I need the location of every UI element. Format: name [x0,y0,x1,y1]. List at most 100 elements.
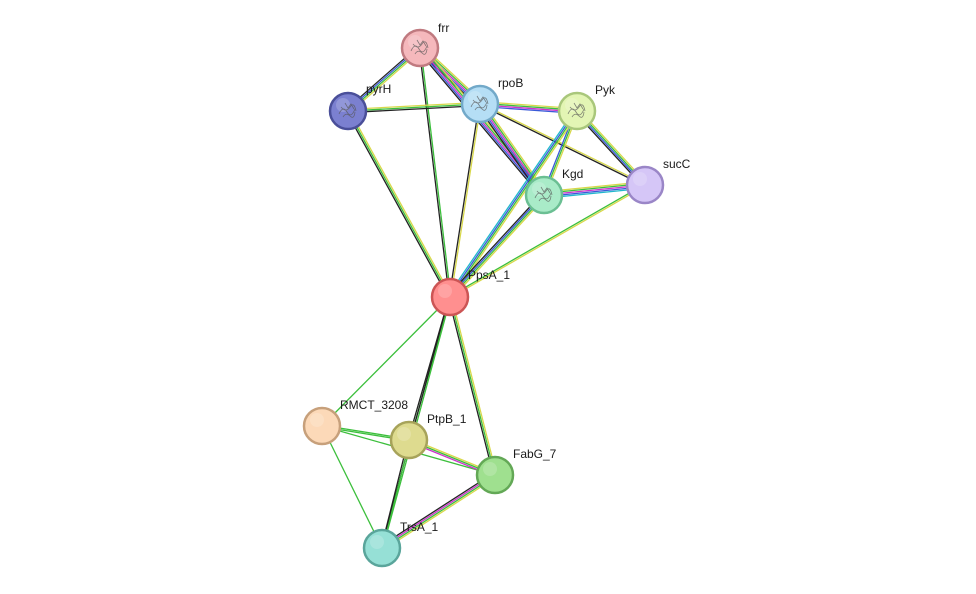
structure-stroke [470,101,488,109]
edge-Kgd-PpsA_1[interactable] [447,192,547,300]
node-circle[interactable] [625,165,665,205]
structure-stroke [567,108,585,116]
protein-structure-icon [410,39,429,55]
edge-evidence-line [447,192,543,296]
edge-sucC-PpsA_1[interactable] [449,183,646,299]
node-label: rpoB [498,76,523,90]
edge-PpsA_1-FabG_7[interactable] [447,296,498,476]
node-circle[interactable] [362,528,402,568]
node-pyrH[interactable]: pyrH [328,82,391,131]
node-PpsA_1[interactable]: PpsA_1 [430,268,510,317]
structure-stroke [476,95,487,103]
structure-stroke [412,41,429,49]
structure-stroke [573,102,584,110]
edge-evidence-line [347,110,451,298]
edge-evidence-line [447,109,576,297]
edge-evidence-line [348,104,481,114]
node-FabG_7[interactable]: FabG_7 [475,447,557,495]
edge-evidence-line [417,49,543,198]
node-label: PpsA_1 [468,268,510,282]
structure-stroke [472,97,489,105]
structure-stroke [342,111,356,118]
structure-stroke [571,111,585,118]
edge-evidence-line [450,111,579,298]
structure-stroke [474,104,488,111]
node-circle[interactable] [400,28,440,68]
structure-stroke [344,102,355,110]
edge-evidence-line [447,297,495,476]
structure-stroke [538,195,552,202]
node-TrsA_1[interactable]: TrsA_1 [362,520,439,568]
node-label: TrsA_1 [400,520,439,534]
edge-evidence-line [448,194,544,297]
node-highlight [370,535,384,549]
structure-stroke [416,39,427,47]
node-highlight [336,98,350,112]
protein-structure-icon [470,95,489,111]
node-highlight [468,91,482,105]
edge-evidence-line [347,103,481,112]
node-label: sucC [663,157,691,171]
node-label: PtpB_1 [427,412,467,426]
node-highlight [397,427,411,441]
edge-evidence-line [380,472,495,547]
node-label: FabG_7 [513,447,557,461]
structure-stroke [410,45,428,53]
edge-evidence-line [420,47,452,297]
edge-frr-PpsA_1[interactable] [418,47,452,298]
protein-structure-icon [338,102,357,118]
node-circle[interactable] [524,175,564,215]
node-sucC[interactable]: sucC [625,157,691,205]
edge-evidence-line [449,183,645,297]
node-circle[interactable] [557,91,597,131]
edge-evidence-line [321,425,383,549]
node-highlight [408,35,422,49]
node-circle[interactable] [460,84,500,124]
node-RMCT_3208[interactable]: RMCT_3208 [302,398,408,446]
node-circle[interactable] [430,277,470,317]
protein-structure-icon [567,102,586,118]
edge-evidence-line [321,296,451,427]
node-PtpB_1[interactable]: PtpB_1 [389,412,467,460]
nodes-layer: frr pyrH rpoB Pyk sucC KgdPpsA_1RMCT_3208PtpB… [302,21,691,568]
edge-evidence-line [450,104,482,298]
edge-evidence-line [448,103,480,297]
node-highlight [532,182,546,196]
node-rpoB[interactable]: rpoB [460,76,523,124]
node-highlight [565,98,579,112]
edge-rpoB-PpsA_1[interactable] [448,103,482,298]
node-Pyk[interactable]: Pyk [557,83,616,131]
edge-evidence-line [448,110,577,297]
edge-pyrH-PpsA_1[interactable] [346,109,452,299]
node-Kgd[interactable]: Kgd [524,167,583,215]
edge-Pyk-PpsA_1[interactable] [447,109,580,299]
node-highlight [310,413,324,427]
node-label: RMCT_3208 [340,398,408,412]
node-circle[interactable] [328,91,368,131]
edge-pyrH-rpoB[interactable] [347,101,481,114]
edge-evidence-line [450,185,646,299]
edge-evidence-line [450,195,546,298]
structure-stroke [536,188,553,196]
edge-evidence-line [450,296,498,475]
edge-PpsA_1-RMCT_3208[interactable] [321,296,451,427]
node-circle[interactable] [302,406,342,446]
edge-evidence-line [451,196,547,300]
node-label: Kgd [562,167,583,181]
edge-evidence-line [348,109,452,297]
edge-FabG_7-TrsA_1[interactable] [380,472,497,551]
structure-stroke [534,192,552,200]
node-circle[interactable] [475,455,515,495]
edge-evidence-line [381,473,495,548]
node-label: pyrH [366,82,391,96]
structure-stroke [338,108,356,116]
edge-evidence-line [347,101,480,111]
node-frr[interactable]: frr [400,21,449,68]
node-label: frr [438,21,449,35]
node-circle[interactable] [389,420,429,460]
node-highlight [438,284,452,298]
structure-stroke [414,48,428,55]
edge-evidence-line [418,48,450,298]
edge-RMCT_3208-TrsA_1[interactable] [321,425,383,549]
